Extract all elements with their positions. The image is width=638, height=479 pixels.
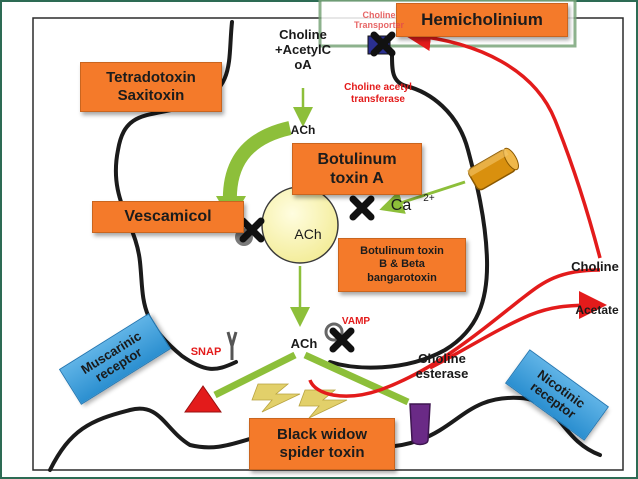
acetate-path xyxy=(429,291,607,370)
botulinum-toxin-a-box: Botulinum toxin A xyxy=(292,143,422,195)
ach-uptake-arrow xyxy=(222,121,292,206)
acetate-label: Acetate xyxy=(575,303,619,317)
botulinum-toxin-b-box: Botulinum toxin B & Beta bangarotoxin xyxy=(338,238,466,292)
vescamicol-box: Vescamicol xyxy=(92,201,244,233)
snap-label: SNAP xyxy=(190,346,222,358)
calcium-arrow xyxy=(379,180,466,214)
ach-vesicle-label: ACh xyxy=(294,226,322,242)
snap-protein xyxy=(226,331,238,360)
vamp-label: VAMP xyxy=(341,316,371,327)
choline-recycle-path xyxy=(308,268,601,398)
ach-to-nicotinic-arrow xyxy=(303,351,410,406)
block-x-hemicholinium xyxy=(370,31,396,57)
ach-top-label: ACh xyxy=(290,123,316,137)
lightning-bolts xyxy=(251,383,348,419)
choline-esterase-label: Choline esterase xyxy=(415,351,469,381)
ach-bottom-label: ACh xyxy=(290,336,318,351)
calcium-label: Ca xyxy=(390,197,412,214)
block-x-vamp xyxy=(324,322,355,353)
choline-transporter-label: Choline Transporter xyxy=(353,10,404,31)
choline-to-transporter-path xyxy=(403,23,602,259)
hemicholinium-box: Hemicholinium xyxy=(396,3,568,37)
ach-to-muscarinic-arrow xyxy=(213,351,297,399)
calcium-charge-label: 2+ xyxy=(423,193,435,204)
choline-acetyl-transferase-label: Choline acetyl transferase xyxy=(344,82,412,105)
block-x-botulinum-a xyxy=(349,195,375,221)
muscarinic-receptor-shape xyxy=(184,385,222,413)
nicotinic-receptor-shape xyxy=(409,403,431,446)
tetradotoxin-saxitoxin-box: Tetradotoxin Saxitoxin xyxy=(80,62,222,112)
choline-right-label: Choline xyxy=(571,259,619,274)
choline-acetylcoa-label: Choline +AcetylC oA xyxy=(275,27,331,72)
synaptic-vesicle xyxy=(261,186,339,264)
calcium-channel xyxy=(466,147,519,191)
black-widow-toxin-box: Black widow spider toxin xyxy=(249,418,395,470)
